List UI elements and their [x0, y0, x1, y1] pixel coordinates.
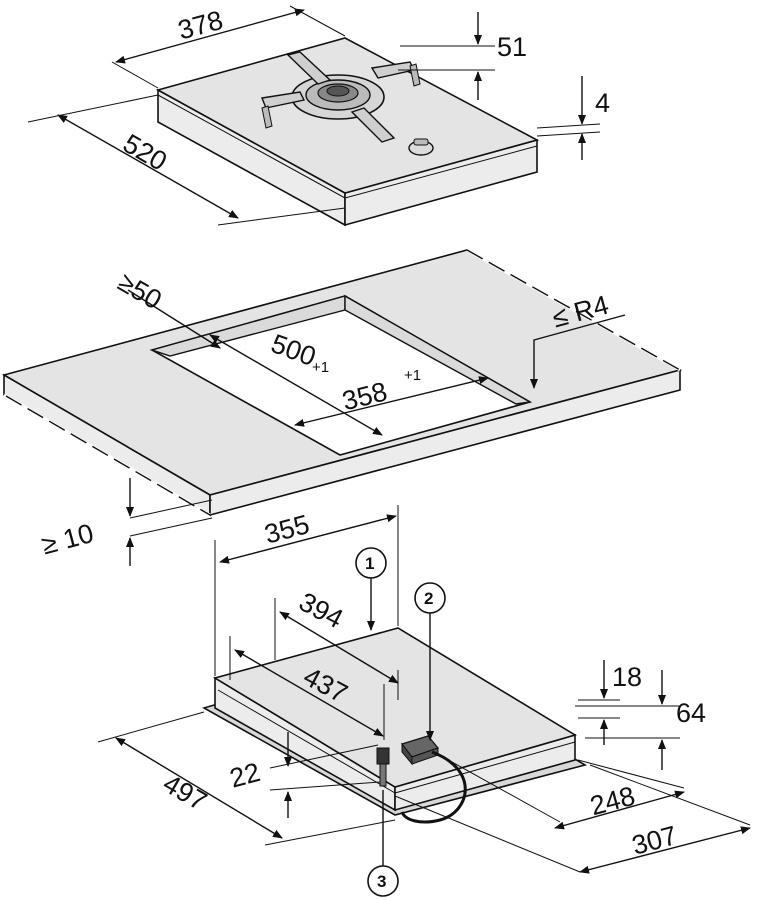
control-knob-icon — [408, 138, 434, 156]
dim-connector-distance-248: 248 — [587, 781, 638, 822]
dim-underside-depth: 497 — [158, 768, 212, 817]
dim-underside-width: 355 — [261, 509, 312, 550]
callout-1: 1 — [355, 547, 387, 631]
dim-hob-depth: 520 — [118, 128, 172, 177]
svg-text:2: 2 — [424, 589, 433, 608]
dim-cutout-width-tol: +1 — [404, 367, 421, 384]
gas-hob-drawing: 378 520 51 4 — [27, 5, 610, 227]
dim-connector-distance-307: 307 — [629, 820, 680, 861]
burner-icon — [291, 74, 385, 120]
dim-connector-height: 22 — [227, 757, 264, 794]
dim-total-height: 64 — [676, 698, 706, 728]
dim-top-height: 18 — [612, 662, 642, 692]
underside-drawing: 355 394 437 497 22 18 64 — [97, 505, 751, 897]
svg-text:1: 1 — [365, 554, 374, 573]
dim-min-clearance-back: ≥50 — [113, 267, 167, 315]
dim-min-worktop-thickness: ≥ 10 — [38, 518, 96, 561]
svg-text:3: 3 — [377, 872, 386, 891]
dim-hob-width: 378 — [175, 5, 226, 46]
gas-connection-icon — [376, 747, 390, 787]
worktop-cutout-drawing: ≥50 500 +1 358 +1 ≤ R4 ≥ 10 — [1, 248, 683, 566]
callout-3: 3 — [367, 790, 399, 897]
dim-burner-height: 51 — [497, 32, 527, 62]
dim-glass-thickness: 4 — [595, 88, 610, 118]
dim-cutout-depth-tol: +1 — [312, 359, 329, 376]
callout-2: 2 — [414, 582, 446, 741]
dim-offset-394: 394 — [294, 587, 348, 635]
